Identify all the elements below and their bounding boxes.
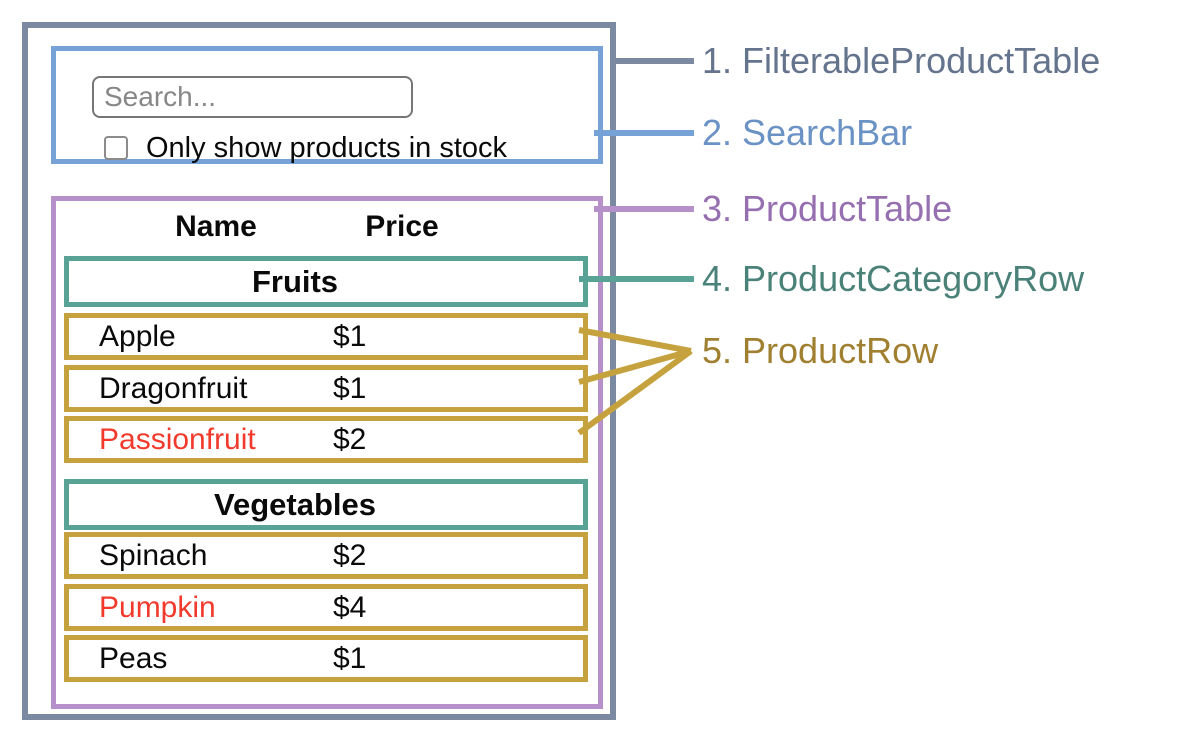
column-header-price: Price	[365, 210, 439, 243]
product-row-pumpkin: Pumpkin $4	[64, 584, 588, 631]
annotation-filterable-product-table: 1. FilterableProductTable	[702, 40, 1101, 81]
product-name: Apple	[99, 320, 176, 353]
product-price: $1	[333, 642, 367, 675]
annotation-product-category-row: 4. ProductCategoryRow	[702, 258, 1085, 299]
search-input[interactable]	[92, 76, 413, 118]
product-category-row-fruits: Fruits	[64, 256, 588, 307]
column-header-name: Name	[175, 210, 257, 243]
product-row-peas: Peas $1	[64, 635, 588, 682]
in-stock-checkbox-label: Only show products in stock	[146, 132, 508, 164]
annotation-product-row: 5. ProductRow	[702, 330, 939, 371]
annotation-search-bar: 2. SearchBar	[702, 112, 913, 153]
product-table-box: Name Price Fruits Apple $1 Dragonfruit $…	[51, 196, 603, 709]
product-price: $1	[333, 372, 367, 405]
product-name: Pumpkin	[99, 591, 216, 624]
product-name: Spinach	[99, 539, 208, 572]
category-label: Fruits	[251, 264, 339, 299]
product-price: $4	[333, 591, 367, 624]
product-price: $2	[333, 539, 367, 572]
product-row-spinach: Spinach $2	[64, 532, 588, 579]
product-row-passionfruit: Passionfruit $2	[64, 416, 588, 463]
category-label: Vegetables	[214, 487, 376, 522]
product-price: $1	[333, 320, 367, 353]
search-bar-box: Only show products in stock	[51, 46, 603, 164]
product-category-row-vegetables: Vegetables	[64, 479, 588, 530]
product-name: Passionfruit	[99, 423, 256, 456]
product-name: Peas	[99, 642, 168, 675]
filterable-product-table-box: Only show products in stock Name Price F…	[22, 22, 616, 720]
product-row-apple: Apple $1	[64, 313, 588, 360]
product-price: $2	[333, 423, 367, 456]
product-name: Dragonfruit	[99, 372, 248, 405]
in-stock-checkbox[interactable]	[104, 136, 128, 160]
annotation-product-table: 3. ProductTable	[702, 188, 953, 229]
product-row-dragonfruit: Dragonfruit $1	[64, 365, 588, 412]
